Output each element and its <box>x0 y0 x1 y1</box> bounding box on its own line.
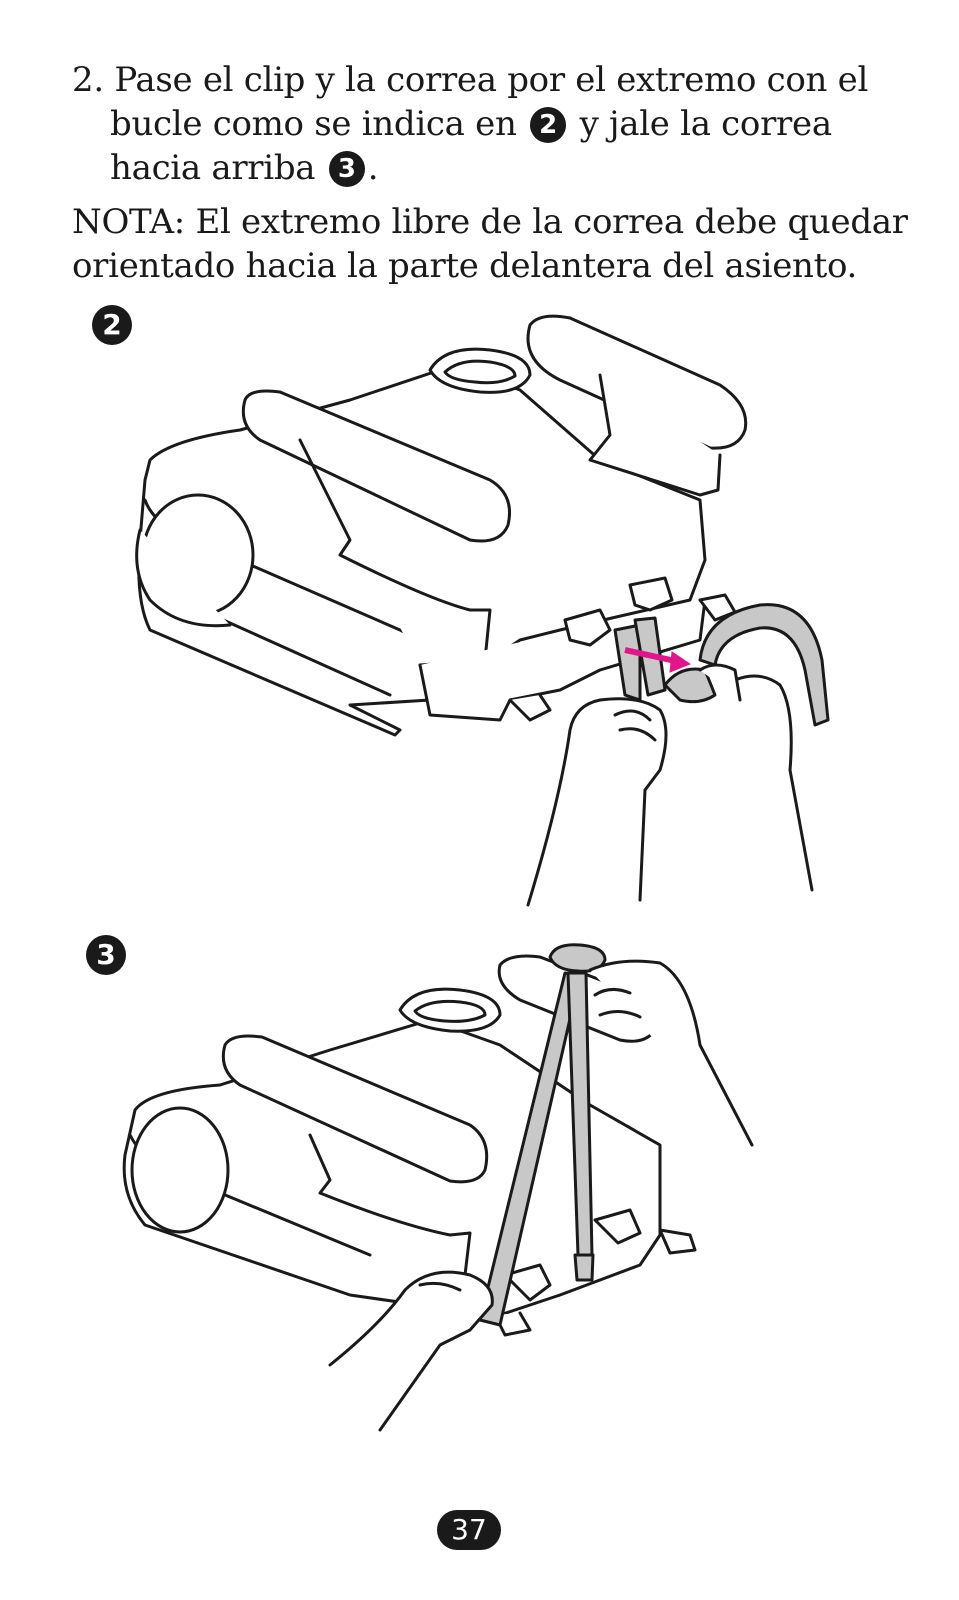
step-text-start: 2. Pase el clip y la correa por el extre… <box>72 60 869 144</box>
note-text: NOTA: El extremo libre de la correa debe… <box>72 202 908 286</box>
figure-2-label: 2 <box>92 305 132 345</box>
figure-3-label: 3 <box>86 935 126 975</box>
instructions: 2. Pase el clip y la correa por el extre… <box>72 58 932 288</box>
booster-seat-strap-pull-up-illustration <box>122 943 754 1432</box>
step-2-text: 2. Pase el clip y la correa por el extre… <box>72 58 932 190</box>
figure-2-reference-icon: 2 <box>530 107 567 143</box>
page-number: 37 <box>437 1510 501 1550</box>
step-text-end: . <box>367 148 379 188</box>
booster-seat-strap-threading-illustration <box>135 314 830 907</box>
step-text-middle: y jale la correa hacia arriba <box>110 104 832 188</box>
figure-3-reference-icon: 3 <box>328 151 365 187</box>
